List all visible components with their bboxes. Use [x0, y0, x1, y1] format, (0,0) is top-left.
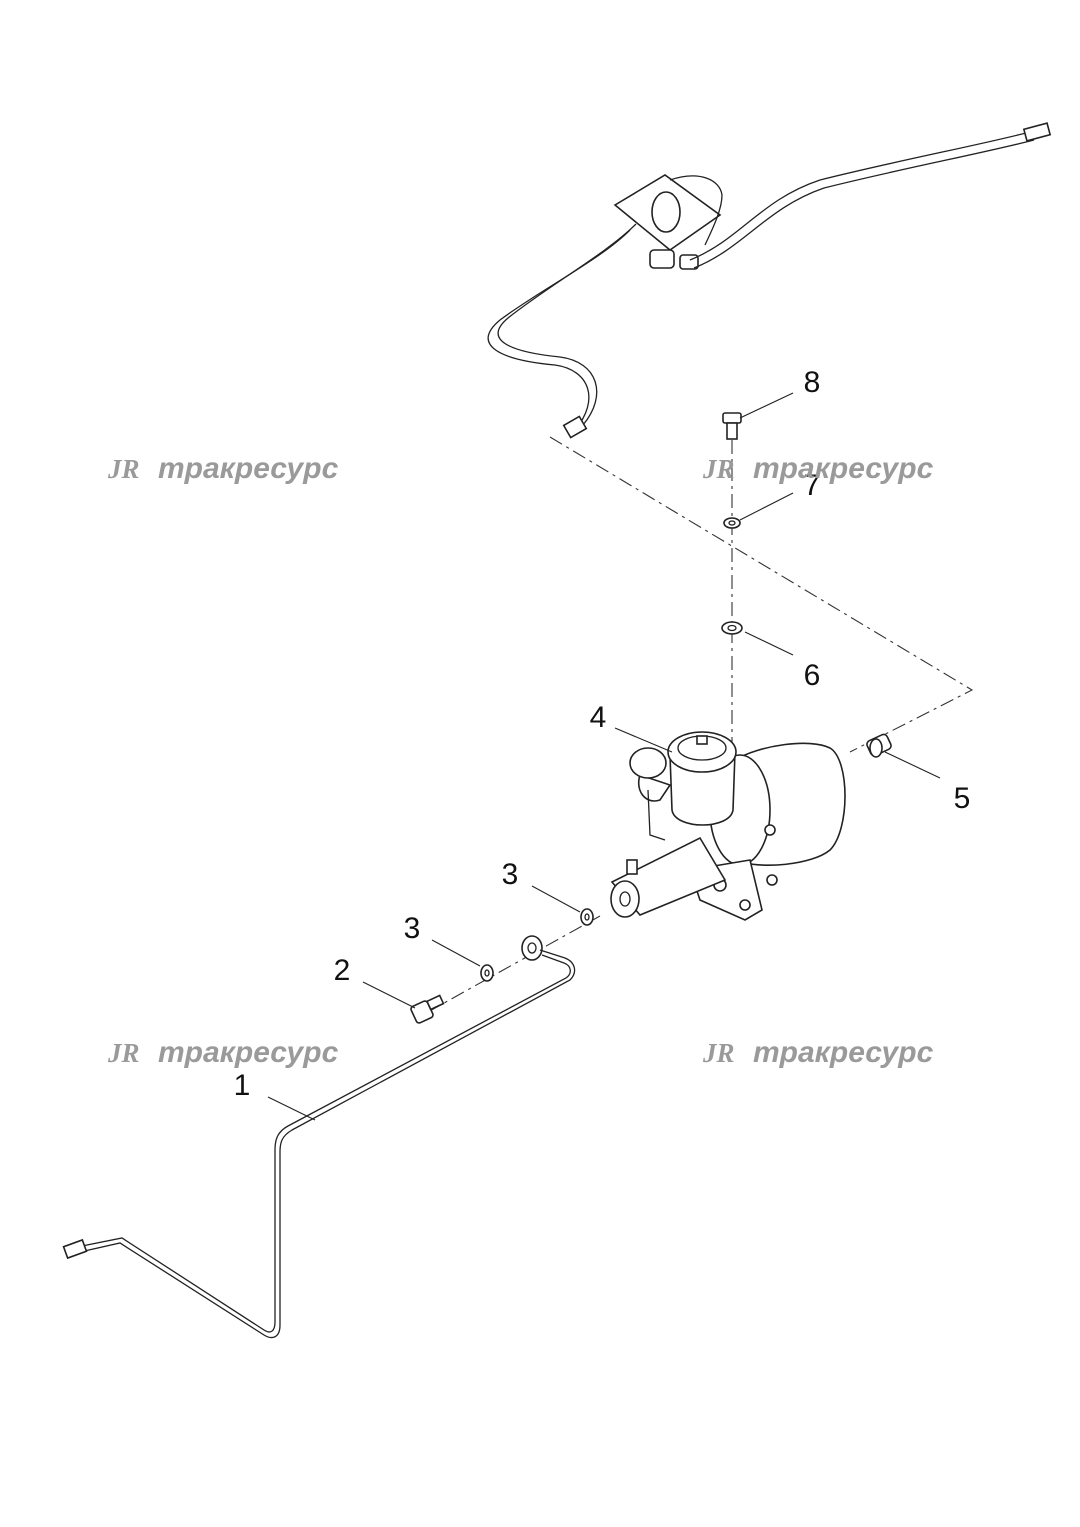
assembly-line-hose: [549, 436, 974, 753]
watermark-text: тракресурс: [753, 1036, 934, 1069]
watermark-bottom-right: JR тракресурс: [702, 1036, 934, 1069]
washer-part-3a: [480, 964, 494, 982]
callout-8: 8: [804, 366, 821, 399]
watermark-text: тракресурс: [158, 1036, 339, 1069]
watermark-top-right: JR тракресурс: [702, 452, 934, 485]
leader-3a: [431, 939, 481, 967]
callout-3b: 3: [502, 858, 519, 891]
watermark-logo: JR: [107, 454, 140, 484]
watermark-logo: JR: [702, 454, 735, 484]
callout-3a: 3: [404, 912, 421, 945]
leader-7: [739, 492, 794, 521]
leader-6: [744, 631, 794, 656]
leader-3b: [531, 885, 581, 913]
callout-5: 5: [954, 782, 971, 815]
watermark-logo: JR: [107, 1038, 140, 1068]
assembly-line-horizontal: [427, 915, 601, 1013]
watermark-logo: JR: [702, 1038, 735, 1068]
callout-7: 7: [804, 469, 821, 502]
booster-part-4: [610, 731, 846, 921]
watermark-text: тракресурс: [753, 452, 934, 485]
hose-end-fitting: [562, 415, 588, 439]
pipe-part-1: [62, 935, 576, 1339]
bolt-part-2: [410, 994, 445, 1024]
bolt-part-8: [722, 412, 742, 440]
leader-4: [614, 727, 673, 753]
leader-5: [884, 751, 941, 779]
watermark-top-left: JR тракресурс: [107, 452, 339, 485]
watermark-text: тракресурс: [158, 452, 339, 485]
fitting-part-5: [866, 733, 892, 758]
upper-hose-assembly: [487, 122, 1052, 439]
callout-1: 1: [234, 1069, 251, 1102]
washer-part-6: [721, 621, 743, 635]
leader-8: [739, 392, 794, 419]
watermark-bottom-left: JR тракресурс: [107, 1036, 339, 1069]
leader-1: [267, 1096, 316, 1121]
washer-part-3b: [580, 908, 594, 926]
valve-body: [651, 191, 681, 233]
hose-end-upper: [1022, 122, 1052, 142]
callout-4: 4: [590, 701, 607, 734]
washer-part-7: [723, 517, 741, 529]
valve-base: [649, 249, 675, 269]
callout-2: 2: [334, 954, 351, 987]
leader-2: [362, 981, 416, 1009]
callout-6: 6: [804, 659, 821, 692]
